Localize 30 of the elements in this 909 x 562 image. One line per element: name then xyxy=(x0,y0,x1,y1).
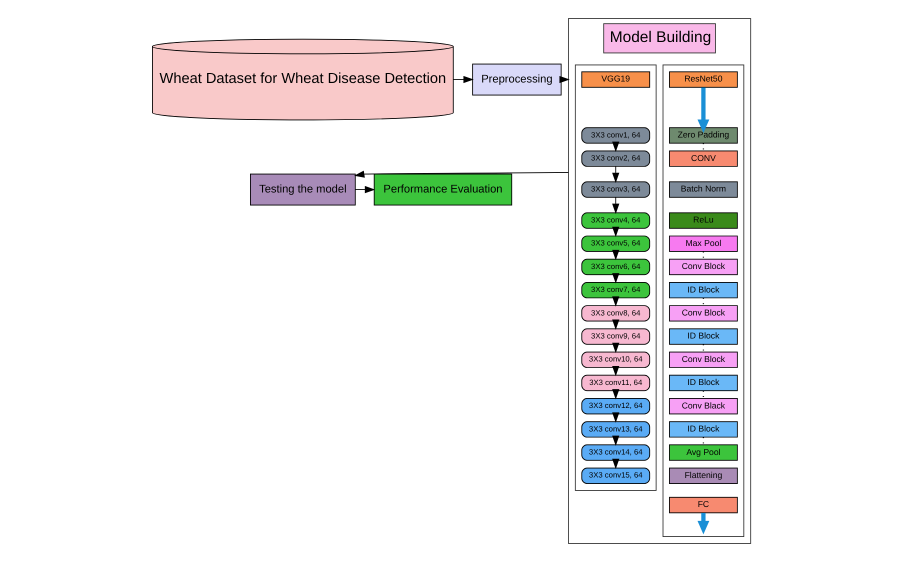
node-box: Avg Pool xyxy=(668,444,738,461)
node-box: Conv Block xyxy=(668,305,738,322)
node-box: Conv Block xyxy=(668,258,738,276)
arrow xyxy=(697,512,709,534)
node-box: Conv Block xyxy=(668,352,738,368)
node-box: ResNet50 xyxy=(668,71,738,88)
node-box: ID Block xyxy=(668,328,738,345)
node-box: Conv Black xyxy=(668,398,738,414)
arrow xyxy=(354,170,568,178)
arrow xyxy=(452,76,474,84)
cluster xyxy=(574,64,656,491)
node-box: ID Block xyxy=(668,282,738,298)
node-box: 3X3 conv3, 64 xyxy=(580,181,650,198)
node-box: Performance Evaluation xyxy=(373,174,512,206)
node-box: Testing the model xyxy=(250,174,356,206)
node-box: FC xyxy=(668,496,738,514)
node-box: Max Pool xyxy=(668,236,738,252)
cluster xyxy=(662,64,744,538)
arrow xyxy=(697,88,709,134)
arrow xyxy=(354,186,375,194)
node-box: ReLu xyxy=(668,212,738,229)
node-box: 3X3 conv15, 64 xyxy=(580,468,650,484)
node-box: 3X3 conv2, 64 xyxy=(580,150,650,167)
node-box: VGG19 xyxy=(580,71,650,88)
node-box: CONV xyxy=(668,150,738,167)
node-box: Zero Padding xyxy=(668,127,738,144)
node-box: Batch Norm xyxy=(668,181,738,198)
node-box: ID Block xyxy=(668,374,738,392)
node-box: Flattening xyxy=(668,468,738,484)
node-box: ID Block xyxy=(668,421,738,438)
